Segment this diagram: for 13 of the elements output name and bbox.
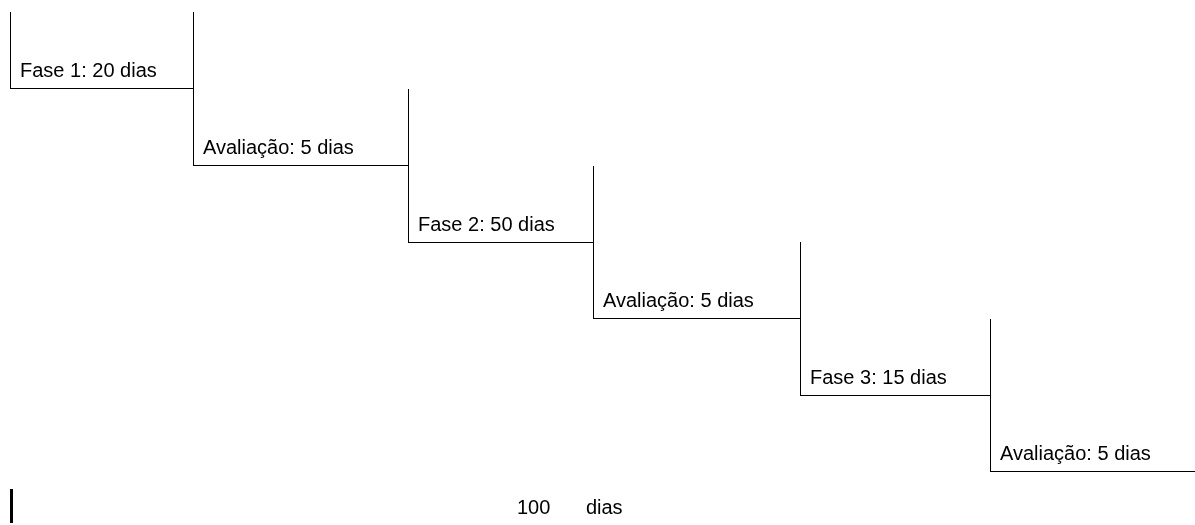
step-box [990, 319, 1195, 472]
step-label: Fase 2: 50 dias [418, 212, 556, 237]
step-box [10, 12, 193, 89]
step-box [593, 166, 800, 319]
total-duration-text: 100 dias [517, 496, 623, 519]
step-label: Fase 3: 15 dias [810, 365, 948, 390]
step-box [193, 12, 408, 166]
step-label: Avaliação: 5 dias [203, 135, 355, 160]
step-box [800, 242, 990, 396]
step-label: Avaliação: 5 dias [603, 288, 755, 313]
step-label: Fase 1: 20 dias [20, 58, 158, 83]
step-label: Avaliação: 5 dias [1000, 441, 1152, 466]
step-box [408, 89, 593, 243]
